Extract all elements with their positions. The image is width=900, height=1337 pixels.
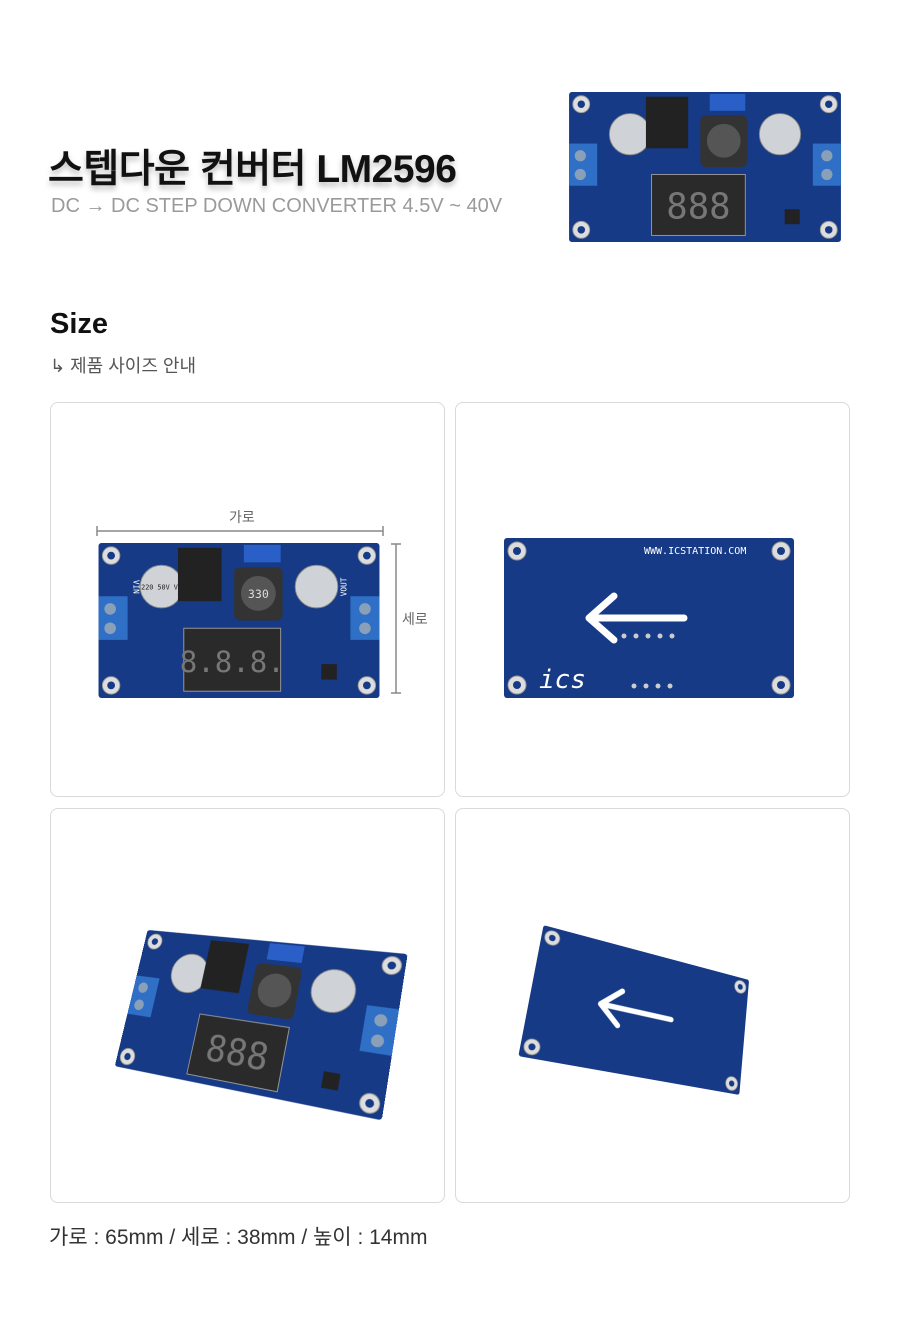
page-subtitle: DC → DC STEP DOWN CONVERTER 4.5V ~ 40V [51, 195, 503, 217]
width-label: 가로 [229, 509, 255, 525]
display-digits: 8.8.8. [180, 645, 285, 679]
board-front-image: 220 50V VT 330 8.8.8. VIN VOUT [98, 543, 380, 698]
product-image-front-angled [50, 808, 445, 1203]
vin-lettering: VIN [131, 580, 140, 594]
size-subheading: ↳ 제품 사이즈 안내 [50, 356, 197, 376]
product-image-back-angled [455, 808, 850, 1203]
product-image-front-dimensions: 가로 세로 220 50V VT 330 8.8.8. VIN VOUT [50, 402, 445, 797]
page-title: 스텝다운 컨버터 LM2596 [48, 148, 457, 191]
inductor-lettering: 330 [248, 587, 269, 601]
capacitor-lettering: 220 50V VT [141, 584, 182, 592]
size-heading: Size [50, 308, 109, 340]
board-front-angled-image [111, 915, 411, 1141]
dimensions-text: 가로 : 65mm / 세로 : 38mm / 높이 : 14mm [49, 1226, 428, 1249]
product-image-back: WWW.ICSTATION.COM ics [455, 402, 850, 797]
vout-lettering: VOUT [340, 577, 349, 596]
website-lettering: WWW.ICSTATION.COM [644, 546, 746, 557]
hero-product-image [560, 92, 850, 242]
board-back-angled-image [512, 895, 752, 1125]
height-label: 세로 [402, 611, 428, 627]
arrow-left-icon [585, 592, 688, 644]
board-back-image: WWW.ICSTATION.COM ics [504, 538, 794, 698]
ics-logo: ics [539, 665, 586, 695]
dimension-lines [96, 526, 401, 694]
